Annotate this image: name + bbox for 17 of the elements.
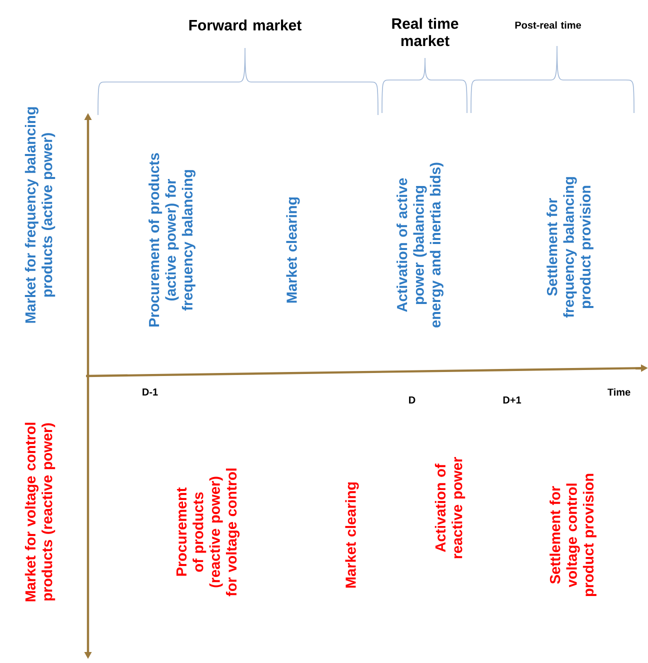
axis-title: Market for voltage control products (reactive power) <box>24 422 56 602</box>
section-heading: Real time market <box>392 18 458 46</box>
time-tick-label: D-1 <box>142 388 158 396</box>
phase-label: Market clearing <box>286 197 300 303</box>
phase-label: Activation of active power (balancing energy and inertia bids) <box>396 162 444 328</box>
time-tick-label: D+1 <box>503 396 522 404</box>
phase-label: Settlement for voltage control product provision <box>550 474 596 596</box>
phase-label: Settlement for frequency balancing product provision <box>546 177 594 318</box>
phase-label: Procurement of products (reactive power) for voltage control <box>176 468 240 596</box>
time-tick-label: D <box>409 396 416 404</box>
section-heading: Forward market <box>189 20 302 30</box>
phase-label: Procurement of products (active power) for frequency balancing <box>148 153 196 326</box>
phase-label: Market clearing <box>345 482 359 588</box>
axis-label: Time <box>608 388 630 396</box>
axis-title: Market for frequency balancing products (active power) <box>24 107 56 323</box>
phase-label: Activation of reactive power <box>434 457 466 558</box>
section-heading: Post-real time <box>515 21 581 29</box>
